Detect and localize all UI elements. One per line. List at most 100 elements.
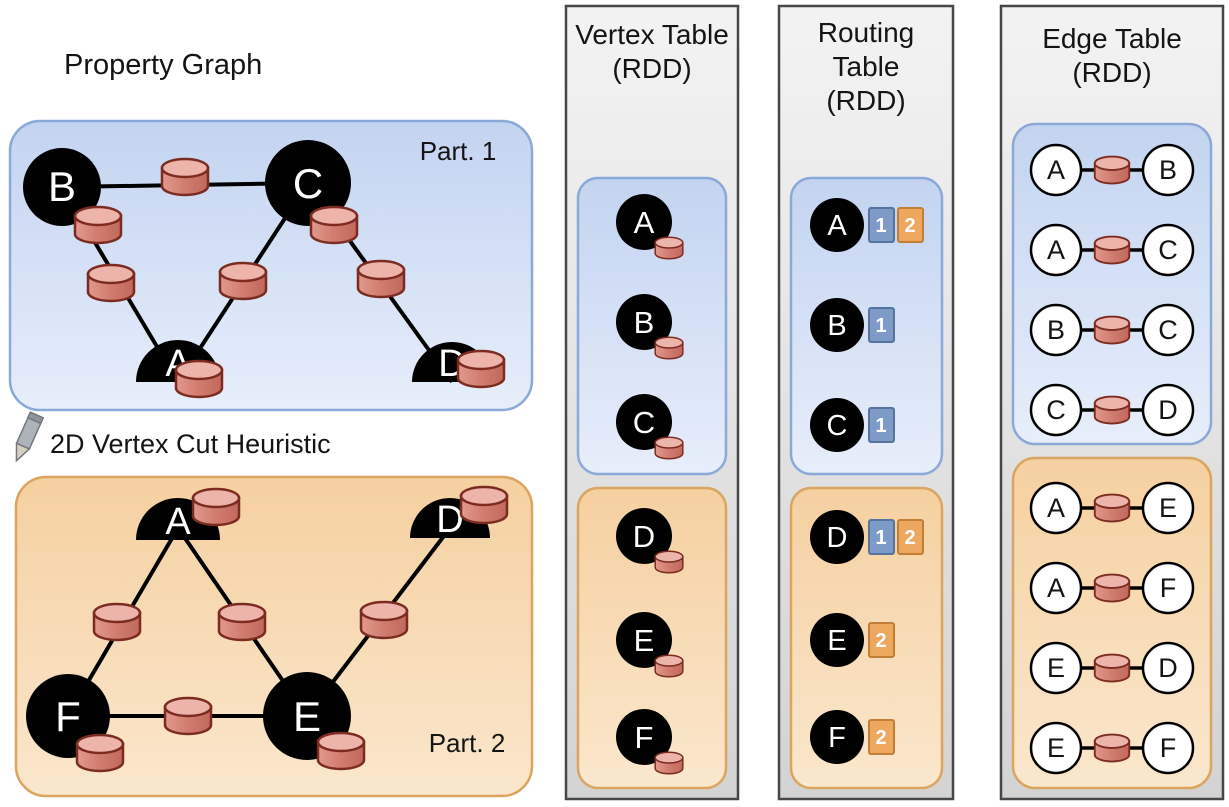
vertex-circle (616, 194, 672, 250)
partition-2-label: Part. 2 (429, 728, 506, 758)
vertex-circle (810, 613, 864, 667)
vertex-property-cylinder-icon (456, 349, 506, 389)
pencil-tip (15, 442, 31, 463)
vertex-c: C (265, 140, 351, 226)
edge-table-row: E D (1029, 641, 1195, 695)
vertex-label: D (633, 519, 655, 554)
vertex-circle (810, 510, 864, 564)
routing-table-row: F 2 (810, 710, 895, 764)
partition-badge-number: 1 (875, 415, 886, 437)
vertex-label: D (827, 522, 848, 554)
partition-badge-number: 1 (875, 527, 886, 549)
edge-dst-label: D (1158, 395, 1178, 425)
edge-dst-label: D (1158, 653, 1178, 683)
partition-badge-orange (897, 519, 924, 555)
edge-table-row: B C (1029, 303, 1195, 357)
vertex-property-cylinder-icon (654, 436, 684, 460)
vertex-property-cylinder-icon (654, 654, 684, 678)
vertex-circle (616, 294, 672, 350)
routing-table-row: E 2 (810, 613, 895, 667)
vertex-property-cylinder-icon (316, 731, 366, 771)
routing-table-row: D 1 2 (810, 510, 924, 564)
edge-dst-label: F (1160, 573, 1177, 603)
vertex-table-row: E (616, 612, 684, 678)
partition-1-box (8, 119, 534, 412)
vertex-circle (616, 709, 672, 765)
vertex-circle (810, 398, 864, 452)
partition-badge-number: 2 (904, 527, 915, 549)
partition-badge-number: 2 (904, 215, 915, 237)
partition-badge-blue (868, 407, 895, 443)
edge-table-row: A C (1029, 223, 1195, 277)
edge-dst-label: C (1158, 235, 1178, 265)
edge-src-label: B (1047, 315, 1065, 345)
vertex-label: F (635, 720, 654, 755)
partition-badge-number: 1 (875, 215, 886, 237)
vertex-table-row: F (616, 709, 684, 775)
vertex-property-cylinder-icon (459, 485, 509, 525)
vertex-table-column: Vertex Table (RDD) A B C D E (564, 4, 740, 801)
vertex-b-label: B (48, 163, 76, 210)
routing-table-title-line2: Table (833, 51, 900, 82)
vertex-table-row: B (616, 294, 684, 360)
edge-property-cylinder-icon (1093, 653, 1131, 683)
edge-table-title-line1: Edge Table (1042, 23, 1182, 54)
vertex-property-cylinder-icon (75, 733, 125, 773)
vertex-circle (616, 508, 672, 564)
edge-table-part2-box (1011, 456, 1213, 790)
vertex-property-cylinder-icon (73, 205, 123, 245)
edge-src-circle (1029, 303, 1083, 357)
edge-src-label: C (1046, 395, 1066, 425)
vertex-e-label: E (293, 693, 321, 740)
edge-dst-circle (1141, 561, 1195, 615)
vertex-property-cylinder-icon (654, 550, 684, 574)
edge-property-cylinder-icon (1093, 395, 1131, 425)
edge-table-title-line2: (RDD) (1072, 57, 1151, 88)
edge-table-column: Edge Table (RDD) A B A C B C (999, 4, 1225, 801)
routing-table-title-line3: (RDD) (826, 85, 905, 116)
vertex-label: F (828, 722, 846, 754)
edge-property-cylinder-icon (1093, 235, 1131, 265)
partition-badge-orange (897, 207, 924, 243)
vertex-label: A (827, 210, 847, 242)
edge-table-row: E F (1029, 721, 1195, 775)
vertex-property-cylinder-icon (174, 359, 224, 399)
edge-src-label: A (1047, 155, 1065, 185)
edge-property-cylinder-icon (217, 602, 267, 642)
edge-src-label: A (1047, 235, 1065, 265)
routing-table-title-line1: Routing (818, 17, 915, 48)
routing-table-row: A 1 2 (810, 198, 924, 252)
edge-dst-circle (1141, 143, 1195, 197)
vertex-table-title-line2: (RDD) (612, 53, 691, 84)
edge-table-row: C D (1029, 383, 1195, 437)
partition-1: Part. 1 B C A (8, 119, 534, 412)
edge-property-cylinder-icon (1093, 315, 1131, 345)
vertex-label: E (634, 623, 655, 658)
cut-heuristic-label: 2D Vertex Cut Heuristic (50, 429, 331, 459)
edge-property-cylinder-icon (356, 259, 406, 299)
edge-table-row: A B (1029, 143, 1195, 197)
edge-src-label: A (1047, 573, 1065, 603)
vertex-label: E (827, 625, 846, 657)
edge-src-circle (1029, 143, 1083, 197)
edge-src-circle (1029, 561, 1083, 615)
edge-property-cylinder-icon (1093, 493, 1131, 523)
edge-property-cylinder-icon (1093, 155, 1131, 185)
vertex-table-row: C (616, 394, 684, 460)
edge-table-part1-box (1011, 122, 1213, 446)
vertex-circle (810, 710, 864, 764)
vertex-circle (810, 298, 864, 352)
vertex-b-circle (23, 148, 101, 226)
edge-property-cylinder-icon (1093, 573, 1131, 603)
edge-src-label: A (1047, 493, 1065, 523)
edge-table-row: A E (1029, 481, 1195, 535)
partition-badge-blue (868, 207, 895, 243)
vertex-c-label: C (293, 160, 323, 207)
property-graph-panel: Property Graph Part. 1 B C (8, 49, 534, 798)
edge-dst-circle (1141, 223, 1195, 277)
edge-src-label: E (1047, 733, 1065, 763)
partition-badge-blue (868, 307, 895, 343)
vertex-label: C (827, 410, 848, 442)
